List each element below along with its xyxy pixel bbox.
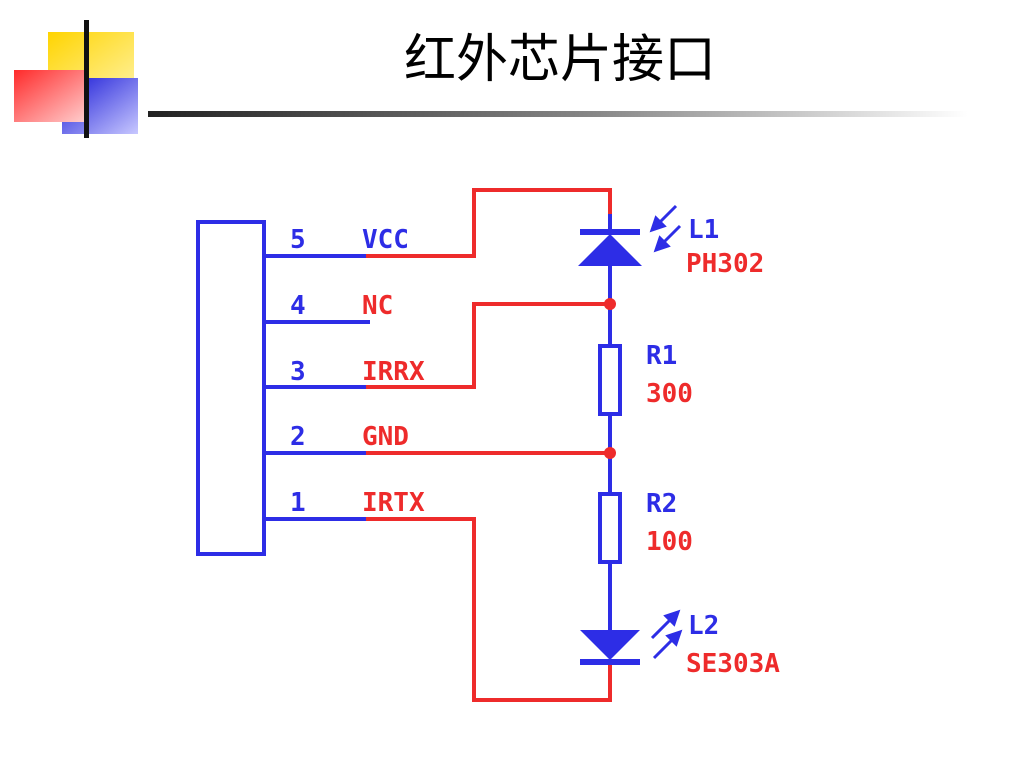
deco-vertical-bar [84, 20, 89, 138]
l1-photodiode [578, 204, 682, 266]
vcc-net [366, 188, 612, 258]
r2-value-label: 100 [646, 527, 693, 557]
pin-number: 2 [290, 422, 306, 452]
l2-ref-label: L2 [688, 611, 719, 641]
pin-name: IRTX [362, 488, 425, 518]
pin-number: 1 [290, 488, 306, 518]
r1-ref-label: R1 [646, 341, 677, 371]
pin-name: VCC [362, 225, 409, 255]
l2-ir-led [580, 609, 683, 665]
l2-light-arrows-icon [650, 609, 683, 660]
pin-number: 5 [290, 225, 306, 255]
pin-name: GND [362, 422, 409, 452]
junction-gnd [604, 447, 616, 459]
l1-part-label: PH302 [686, 249, 764, 279]
junction-irrx [604, 298, 616, 310]
pin-name: NC [362, 291, 393, 321]
r2-resistor [598, 492, 622, 564]
pin-number: 3 [290, 357, 306, 387]
r1-resistor [598, 344, 622, 416]
irtx-net [366, 517, 612, 702]
r1-value-label: 300 [646, 379, 693, 409]
r2-ref-label: R2 [646, 489, 677, 519]
page-title: 红外芯片接口 [403, 30, 716, 90]
l1-ref-label: L1 [688, 215, 719, 245]
slide-decoration [14, 20, 968, 138]
deco-red-square [14, 70, 88, 122]
pin-name: IRRX [362, 357, 425, 387]
connector-body [196, 220, 266, 556]
irrx-net [366, 302, 612, 389]
l2-part-label: SE303A [686, 649, 780, 679]
l1-light-arrows-icon [649, 204, 682, 253]
pin-number: 4 [290, 291, 306, 321]
title-rule [148, 111, 968, 117]
